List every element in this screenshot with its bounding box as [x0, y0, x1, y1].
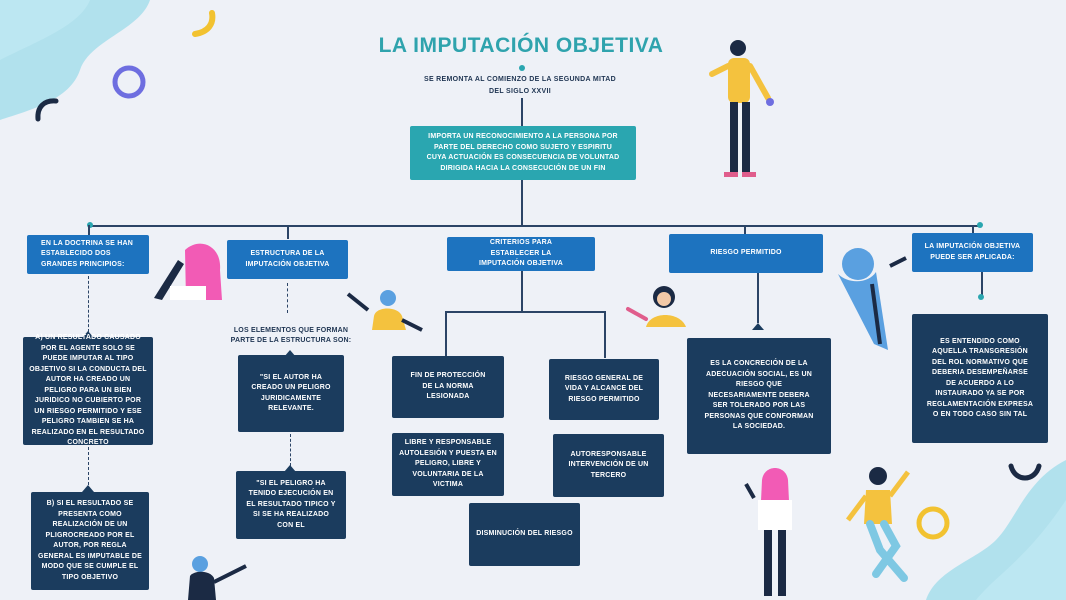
criterio-tercero-box: AUTORESPONSABLE INTERVENCIÓN DE UN TERCE… — [553, 434, 664, 497]
watercolor-splash-bottom-right — [926, 460, 1066, 600]
person-waving-icon — [709, 40, 774, 177]
principle-b-box: B) SI EL RESULTADO SE PRESENTA COMO REAL… — [31, 492, 149, 590]
person-laptop-icon — [346, 290, 423, 332]
ring-icon — [916, 506, 950, 540]
pointer-element-2 — [284, 465, 296, 472]
connector-criterios-down — [521, 271, 523, 311]
bar-dot-right — [977, 222, 983, 228]
criterio-riesgo-general-box: RIESGO GENERAL DE VIDA Y ALCANCE DEL RIE… — [549, 359, 659, 420]
arc-icon — [192, 10, 216, 37]
person-reaching-icon — [188, 556, 247, 600]
element-1-box: "SI EL AUTOR HA CREADO UN PELIGRO JURIDI… — [238, 355, 344, 432]
connector-aplicada — [981, 272, 983, 296]
page-title: LA IMPUTACIÓN OBJETIVA — [378, 34, 664, 57]
connector-central-to-bar — [521, 180, 523, 226]
riesgo-header-box: RIESGO PERMITIDO — [669, 234, 823, 273]
bar-dot-left — [87, 222, 93, 228]
connector-estructura-intro — [287, 283, 288, 313]
estructura-intro-text: LOS ELEMENTOS QUE FORMAN PARTE DE LA EST… — [230, 327, 352, 344]
subtitle-line-2: DEL SIGLO XXVII — [489, 88, 551, 95]
subtitle-line-1: SE REMONTA AL COMIENZO DE LA SEGUNDA MIT… — [423, 76, 616, 83]
subtitle: SE REMONTA AL COMIENZO DE LA SEGUNDA MIT… — [400, 74, 640, 98]
principle-a-box: A) UN RESULTADO CAUSADO POR EL AGENTE SO… — [23, 334, 153, 446]
criterio-disminucion-box: DISMINUCIÓN DEL RIESGO — [469, 503, 580, 566]
pointer-element-1 — [284, 350, 296, 357]
drop-doctrina — [88, 225, 90, 235]
connector-criterios-split — [445, 311, 605, 313]
criterio-autolesion-box: LIBRE Y RESPONSABLE AUTOLESIÓN Y PUESTA … — [392, 433, 504, 496]
estructura-header-box: ESTRUCTURA DE LA IMPUTACIÓN OBJETIVA — [227, 240, 348, 279]
aplicada-detail-box: ES ENTENDIDO COMO AQUELLA TRANSGRESIÓN D… — [912, 314, 1048, 443]
woman-pink-hair-icon — [154, 243, 222, 300]
riesgo-detail-box: ES LA CONCRECIÓN DE LA ADECUACIÓN SOCIAL… — [687, 338, 831, 454]
ring-icon — [112, 65, 146, 99]
criterios-header-box: CRITERIOS PARA ESTABLECER LA IMPUTACIÓN … — [447, 237, 595, 271]
person-standing-icon — [744, 468, 792, 596]
person-peeking-icon — [626, 286, 686, 327]
pointer-principle-a — [82, 331, 94, 338]
drop-aplicada — [972, 225, 974, 233]
doctrina-header-box: EN LA DOCTRINA SE HAN ESTABLECIDO DOS GR… — [27, 235, 149, 274]
connector-a-b — [88, 447, 89, 485]
connector-element-1-2 — [290, 434, 291, 466]
arc-icon — [1008, 463, 1042, 481]
pointer-riesgo — [752, 323, 764, 330]
connector-doctrina-a — [88, 276, 89, 332]
connector-riesgo — [757, 273, 759, 323]
drop-estructura — [287, 225, 289, 239]
main-horizontal-line — [90, 225, 980, 227]
connector-criterios-left — [445, 311, 447, 356]
watercolor-splash-top-left — [0, 0, 150, 120]
drop-riesgo — [744, 225, 746, 234]
pointer-principle-b — [82, 485, 94, 492]
person-dancing-icon — [846, 467, 910, 582]
connector-subtitle-to-box — [521, 98, 523, 126]
aplicada-dot — [978, 294, 984, 300]
element-2-box: "SI EL PELIGRO HA TENIDO EJECUCIÓN EN EL… — [236, 471, 346, 539]
criterio-fin-proteccion-box: FIN DE PROTECCIÓN DE LA NORMA LESIONADA — [392, 356, 504, 418]
central-box: IMPORTA UN RECONOCIMIENTO A LA PERSONA P… — [410, 126, 636, 180]
title-connector-dot — [519, 65, 525, 71]
person-thinking-icon — [838, 248, 907, 350]
arc-icon — [35, 98, 59, 122]
connector-criterios-right — [604, 311, 606, 358]
aplicada-header-box: LA IMPUTACIÓN OBJETIVA PUEDE SER APLICAD… — [912, 233, 1033, 272]
